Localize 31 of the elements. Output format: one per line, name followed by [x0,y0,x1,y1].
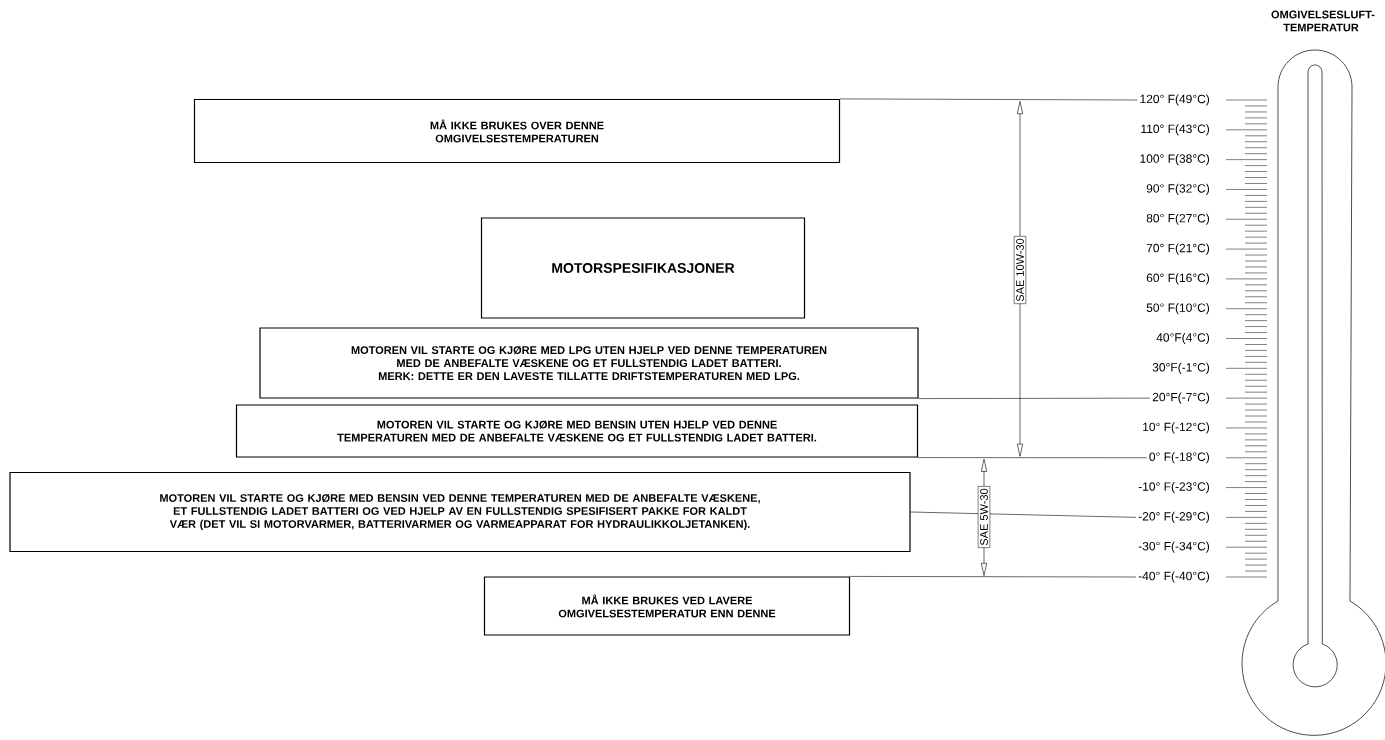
dimension-label: SAE 5W-30 [977,486,991,548]
temperature-label: -20° F(-29°C) [1138,511,1210,523]
leader-line [849,576,1137,578]
temperature-label: 40°F(4°C) [1156,332,1210,345]
temperature-label: -30° F(-34°C) [1138,541,1210,553]
leader-line [917,457,1147,459]
note-box: MOTOREN VIL STARTE OG KJØRE MED LPG UTEN HJELP VED DENNE TEMPERATUREN MED DE ANBEFALTE VÆSKENE OG ET FULLSTENDIG LADET BATTERI. MERK: DETTE ER DEN LAVESTE TILLATTE DRIFTSTEMPERATUREN MED LPG. [259,327,919,399]
note-box: MOTOREN VIL STARTE OG KJØRE MED BENSIN VED DENNE TEMPERATUREN MED DE ANBEFALTE VÆSKENE, ET FULLSTENDIG LADET BATTERI OG VED HJELP AV EN FULLSTENDIG SPESIFISERT PAKKE FOR KALDT VÆR (DET VIL SI MOTORVARMER, BATTERIVARMER OG VARMEAPPARAT FOR HYDRAULIKKOLJETANKEN). [9,471,911,553]
temperature-label: 120° F(49°C) [1140,94,1210,106]
temperature-label: 70° F(21°C) [1146,243,1210,255]
temperature-label: 100° F(38°C) [1140,154,1210,166]
temperature-label: 20°F(-7°C) [1152,392,1210,404]
temperature-label: 60° F(16°C) [1146,273,1210,285]
temperature-label: 30°F(-1°C) [1152,362,1210,374]
temperature-label: 90° F(32°C) [1146,183,1210,196]
warning-box: MÅ IKKE BRUKES OVER DENNE OMGIVELSESTEMPERATUREN [193,98,841,164]
temperature-label: 10° F(-12°C) [1143,422,1210,434]
temperature-label: 80° F(27°C) [1146,213,1210,225]
temperature-label: -40° F(-40°C) [1138,571,1210,583]
leader-line [918,397,1151,399]
temperature-label: -10° F(-23°C) [1138,482,1210,494]
dimension-label: SAE 10W-30 [1013,236,1027,304]
leader-line [910,511,1137,518]
thermometer-heading: OMGIVELSESLUFT-TEMPERATUR [1271,10,1375,32]
note-box: MOTOREN VIL STARTE OG KJØRE MED BENSIN UTEN HJELP VED DENNE TEMPERATUREN MED DE ANBEFALTE VÆSKENE OG ET FULLSTENDIG LADET BATTERI. [235,404,919,458]
temperature-label: 0° F(-18°C) [1149,452,1210,464]
temperature-label: 50° F(10°C) [1146,303,1210,315]
leader-line [839,98,1138,101]
temperature-label: 110° F(43°C) [1141,124,1210,136]
title-box: MOTORSPESIFIKASJONER [480,217,806,319]
warning-box: MÅ IKKE BRUKES VED LAVERE OMGIVELSESTEMPERATUR ENN DENNE [483,576,851,636]
